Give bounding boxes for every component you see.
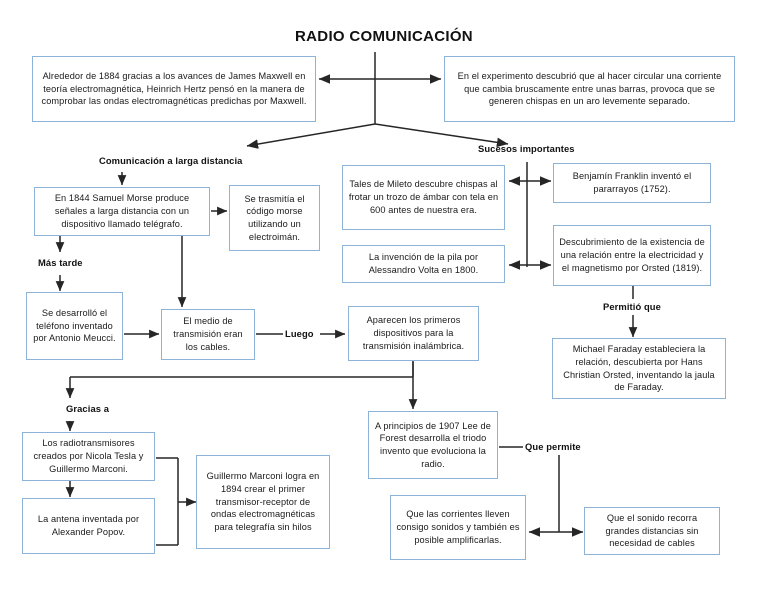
edge-label-sucesos-importantes: Sucesos importantes — [478, 143, 575, 154]
edge-label-permitio-que: Permitió que — [603, 301, 661, 312]
node-antena-popov[interactable]: La antena inventada por Alexander Popov. — [22, 498, 155, 554]
node-de-forest[interactable]: A principios de 1907 Lee de Forest desar… — [368, 411, 498, 479]
node-cables[interactable]: El medio de transmisión eran los cables. — [161, 309, 255, 360]
edge-label-gracias-a: Gracias a — [66, 403, 110, 414]
node-telefono[interactable]: Se desarrolló el teléfono inventado por … — [26, 292, 123, 360]
node-morse[interactable]: En 1844 Samuel Morse produce señales a l… — [34, 187, 210, 236]
edge-label-mas-tarde: Más tarde — [38, 257, 83, 268]
node-faraday[interactable]: Michael Faraday estableciera la relación… — [552, 338, 726, 399]
edge-label-que-permite: Que permite — [525, 441, 581, 452]
node-volta[interactable]: La invención de la pila por Alessandro V… — [342, 245, 505, 283]
node-tales-de-mileto[interactable]: Tales de Mileto descubre chispas al frot… — [342, 165, 505, 230]
node-experimento[interactable]: En el experimento descubrió que al hacer… — [444, 56, 735, 122]
node-marconi[interactable]: Guillermo Marconi logra en 1894 crear el… — [196, 455, 330, 549]
node-transmision-inalambrica[interactable]: Aparecen los primeros dispositivos para … — [348, 306, 479, 361]
edge-label-luego: Luego — [285, 328, 314, 339]
node-corrientes[interactable]: Que las corrientes lleven consigo sonido… — [390, 495, 526, 560]
edge-label-larga-distancia: Comunicación a larga distancia — [99, 155, 243, 166]
node-orsted[interactable]: Descubrimiento de la existencia de una r… — [553, 225, 711, 286]
page-title: RADIO COMUNICACIÓN — [295, 28, 473, 45]
node-sonido[interactable]: Que el sonido recorra grandes distancias… — [584, 507, 720, 555]
node-radiotransmisores[interactable]: Los radiotransmisores creados por Nicola… — [22, 432, 155, 481]
node-codigo-morse[interactable]: Se trasmitía el código morse utilizando … — [229, 185, 320, 251]
node-franklin[interactable]: Benjamín Franklin inventó el pararrayos … — [553, 163, 711, 203]
node-maxwell[interactable]: Alrededor de 1884 gracias a los avances … — [32, 56, 316, 122]
